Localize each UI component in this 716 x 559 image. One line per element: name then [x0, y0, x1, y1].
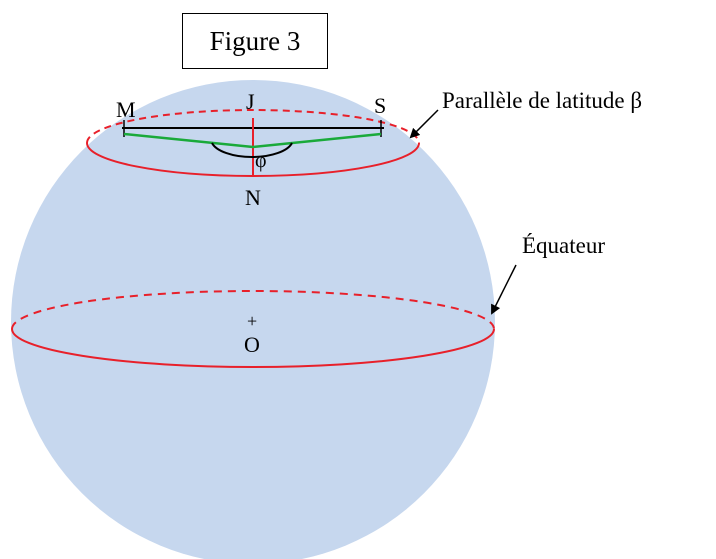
- equator-front-arc: [11, 328, 495, 368]
- figure-title: Figure 3: [182, 13, 328, 69]
- label-m: M: [116, 97, 136, 122]
- label-o: O: [244, 332, 260, 357]
- label-s: S: [374, 93, 386, 118]
- angle-arc: [211, 142, 293, 159]
- label-j: J: [246, 89, 255, 114]
- annotation-parallel: Parallèle de latitude β: [442, 88, 642, 113]
- path-msn: [123, 132, 382, 149]
- sphere: [11, 80, 495, 559]
- arrow-equator: [491, 264, 517, 315]
- center-mark: +: [247, 311, 257, 331]
- annotation-equator: Équateur: [522, 233, 605, 258]
- equator-back-arc: [11, 290, 495, 330]
- label-n: N: [245, 185, 261, 210]
- arrow-parallel: [409, 109, 439, 139]
- parallel-back-arc: [86, 109, 420, 144]
- label-phi: φ: [255, 150, 267, 172]
